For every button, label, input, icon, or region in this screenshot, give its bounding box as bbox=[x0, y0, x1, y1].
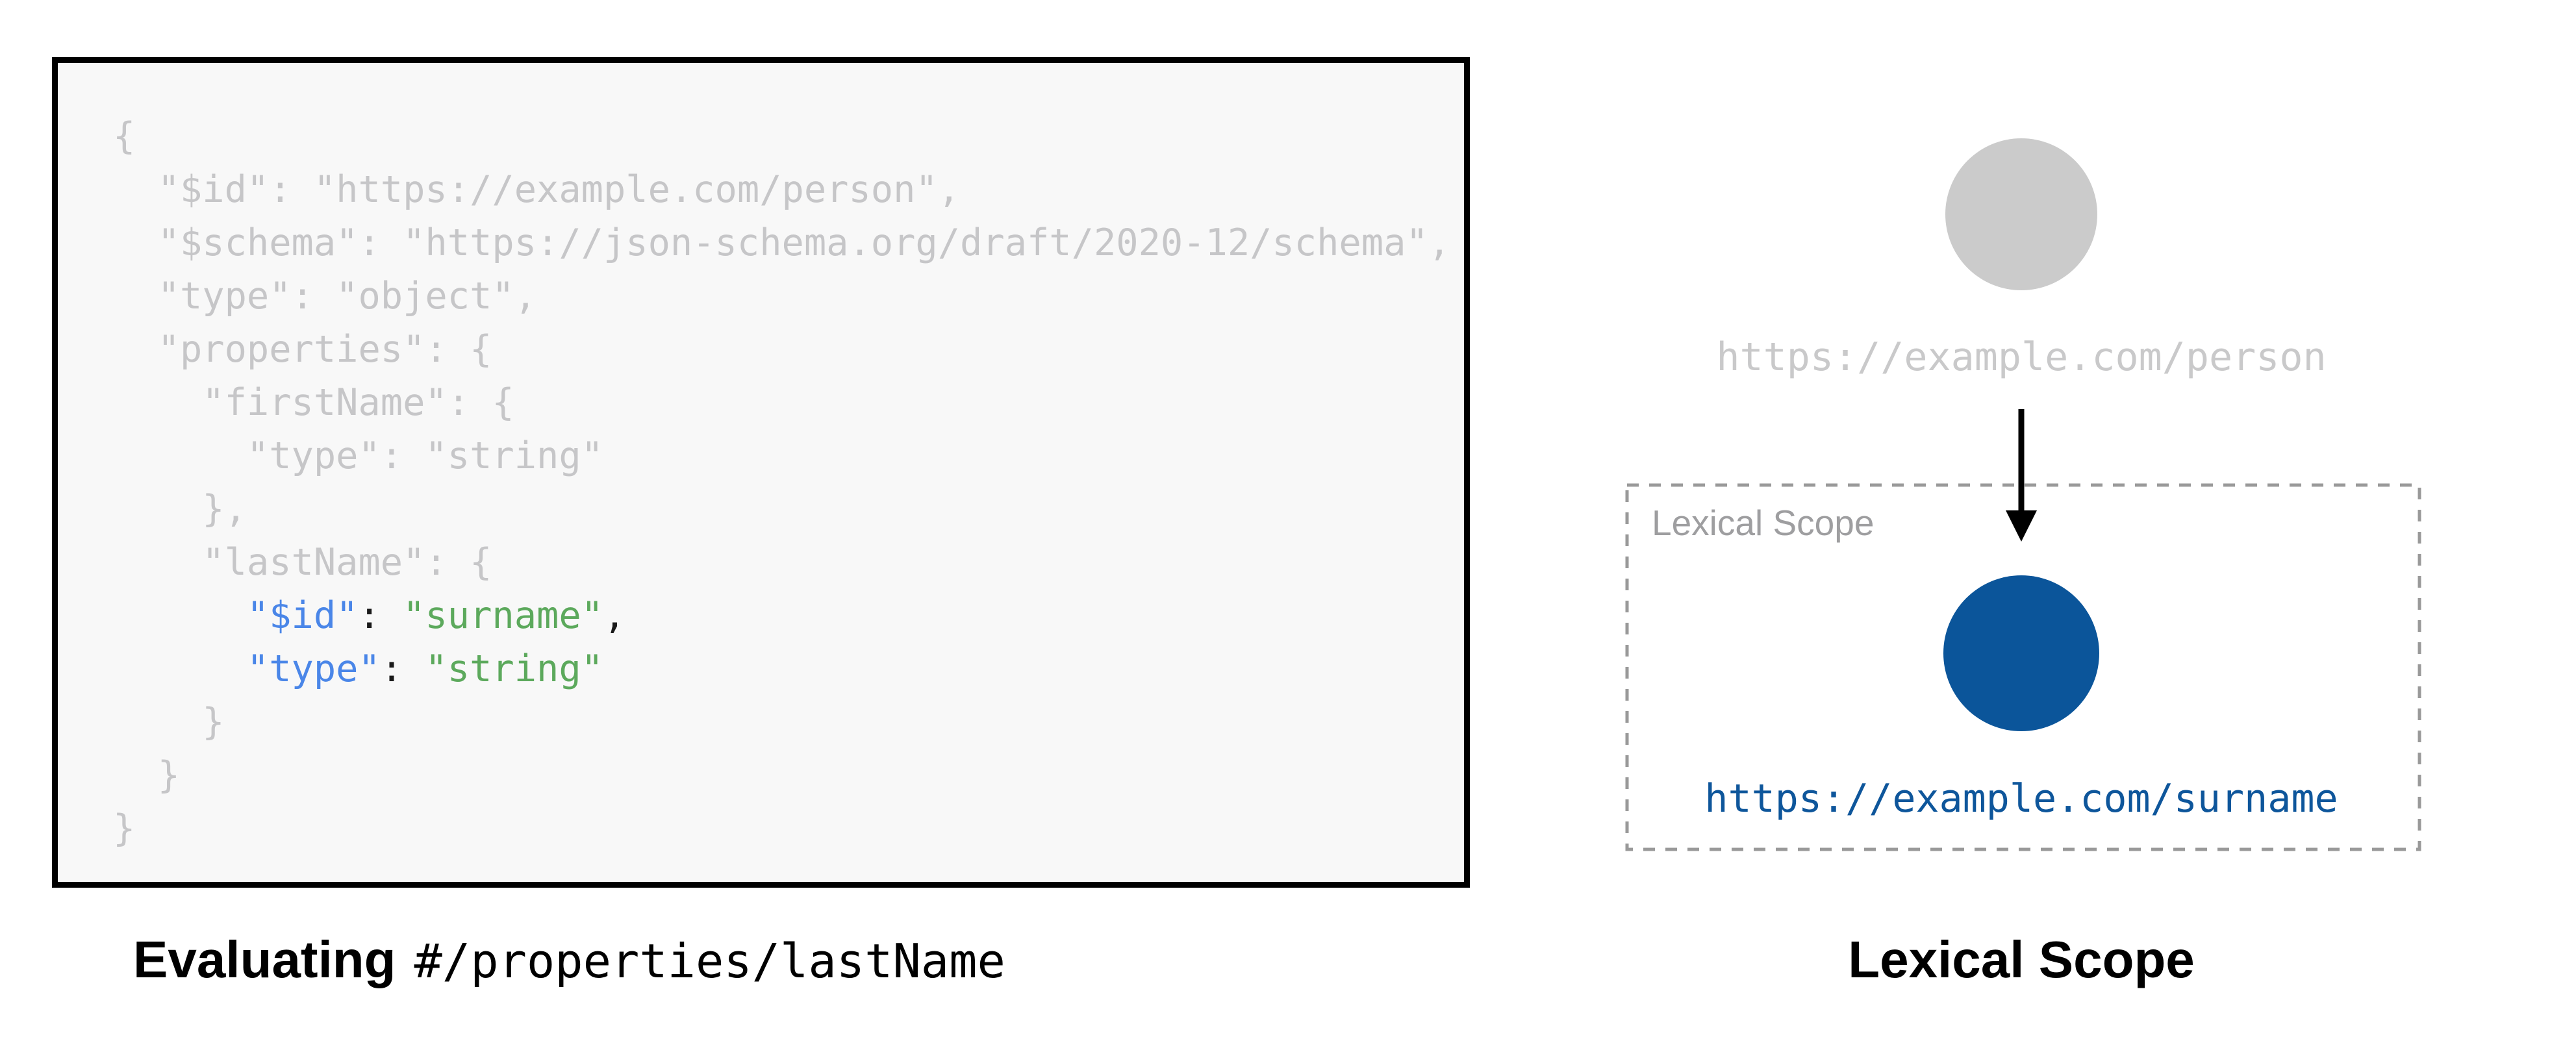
person-node-label: https://example.com/person bbox=[1716, 334, 2327, 380]
code-line: "$id": "https://example.com/person", bbox=[113, 168, 961, 211]
code-line: { bbox=[113, 115, 136, 158]
code-line: }, bbox=[113, 488, 247, 531]
code-line: "type": "object", bbox=[113, 275, 537, 318]
code-line: } bbox=[113, 807, 136, 850]
code-line: "$id": "surname", bbox=[246, 594, 626, 637]
lexical-scope-dashed-box bbox=[1625, 483, 2421, 851]
code-line: "$schema": "https://json-schema.org/draf… bbox=[113, 221, 1451, 264]
arrow-head-icon bbox=[2006, 510, 2037, 542]
code-line: "type": "string" bbox=[113, 434, 603, 477]
left-caption-pointer: #/properties/lastName bbox=[414, 934, 1005, 988]
code-line: "type": "string" bbox=[246, 647, 603, 690]
code-line: } bbox=[113, 701, 225, 744]
left-caption-bold: Evaluating bbox=[133, 931, 396, 988]
code-line: "firstName": { bbox=[113, 381, 514, 424]
right-caption: Lexical Scope bbox=[1848, 931, 2195, 988]
json-schema-code: { "$id": "https://example.com/person", "… bbox=[113, 110, 1450, 855]
surname-node-label: https://example.com/surname bbox=[1704, 776, 2338, 821]
person-node-circle bbox=[1945, 138, 2097, 290]
json-schema-code-box: { "$id": "https://example.com/person", "… bbox=[52, 57, 1470, 888]
lexical-scope-box-label: Lexical Scope bbox=[1652, 503, 1875, 543]
code-line: "properties": { bbox=[113, 328, 492, 371]
code-line: } bbox=[113, 754, 180, 797]
surname-node-circle bbox=[1943, 575, 2099, 731]
code-line: "lastName": { bbox=[113, 541, 492, 584]
left-caption: Evaluating #/properties/lastName bbox=[133, 934, 1005, 986]
